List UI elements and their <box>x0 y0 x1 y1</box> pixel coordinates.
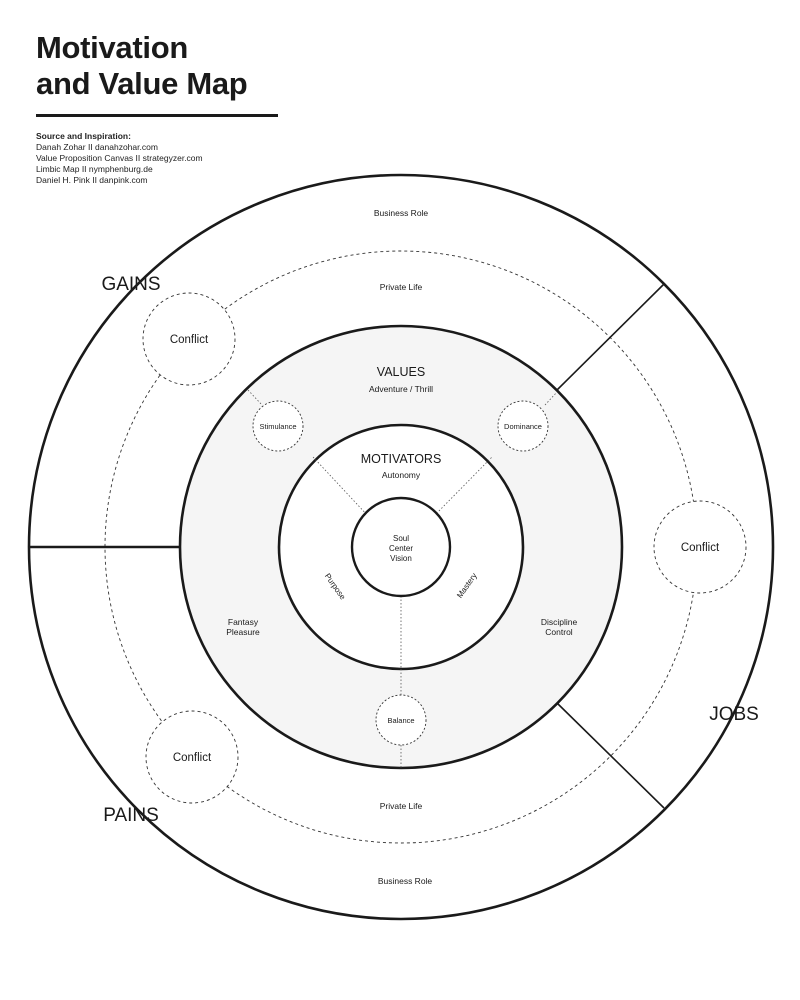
center-circle <box>350 496 452 598</box>
motivators-subheading: Autonomy <box>382 470 421 480</box>
values-right-line2: Control <box>545 627 573 637</box>
jobs-pains-divider <box>556 702 665 809</box>
source-item: Value Proposition Canvas II strategyzer.… <box>36 153 203 163</box>
sources-block: Source and Inspiration: Danah Zohar II d… <box>36 131 203 186</box>
title-line-1: Motivation <box>36 30 188 65</box>
conflict-label-gains: Conflict <box>170 334 209 346</box>
dominance-node <box>497 400 549 452</box>
gains-jobs-divider <box>556 283 665 391</box>
business-role-top-label: Business Role <box>374 208 429 218</box>
balance-label: Balance <box>387 716 414 725</box>
source-item: Daniel H. Pink II danpink.com <box>36 175 148 185</box>
source-item: Danah Zohar II danahzohar.com <box>36 142 158 152</box>
center-line3: Vision <box>390 554 412 563</box>
gains-label: GAINS <box>101 274 160 295</box>
jobs-label: JOBS <box>709 704 759 725</box>
stimulance-label: Stimulance <box>259 422 296 431</box>
title-underline <box>36 114 278 117</box>
values-subheading: Adventure / Thrill <box>369 384 433 394</box>
values-right-line1: Discipline <box>541 617 578 627</box>
dominance-label: Dominance <box>504 422 542 431</box>
stimulance-node <box>252 400 304 452</box>
source-item: Limbic Map II nymphenburg.de <box>36 164 153 174</box>
dominance-outer-connector <box>544 391 558 406</box>
pains-label: PAINS <box>103 805 159 826</box>
private-life-bottom-label: Private Life <box>380 801 423 811</box>
center-line1: Soul <box>393 534 409 543</box>
sources-heading: Source and Inspiration: <box>36 131 131 141</box>
motivators-heading: MOTIVATORS <box>361 452 442 466</box>
private-life-top-label: Private Life <box>380 282 423 292</box>
business-role-bottom-label: Business Role <box>378 876 433 886</box>
conflict-label-pains: Conflict <box>173 752 212 764</box>
conflict-circle-gains <box>142 292 236 386</box>
conflict-circle-pains <box>145 710 239 804</box>
conflict-label-jobs: Conflict <box>681 542 720 554</box>
conflict-circle-jobs <box>653 500 747 594</box>
title-line-2: and Value Map <box>36 66 248 101</box>
center-line2: Center <box>389 544 413 553</box>
page-title: Motivation and Value Map <box>36 30 248 102</box>
balance-node <box>375 694 427 746</box>
values-left-line2: Pleasure <box>226 627 260 637</box>
values-left-line1: Fantasy <box>228 617 259 627</box>
values-heading: VALUES <box>377 365 425 379</box>
